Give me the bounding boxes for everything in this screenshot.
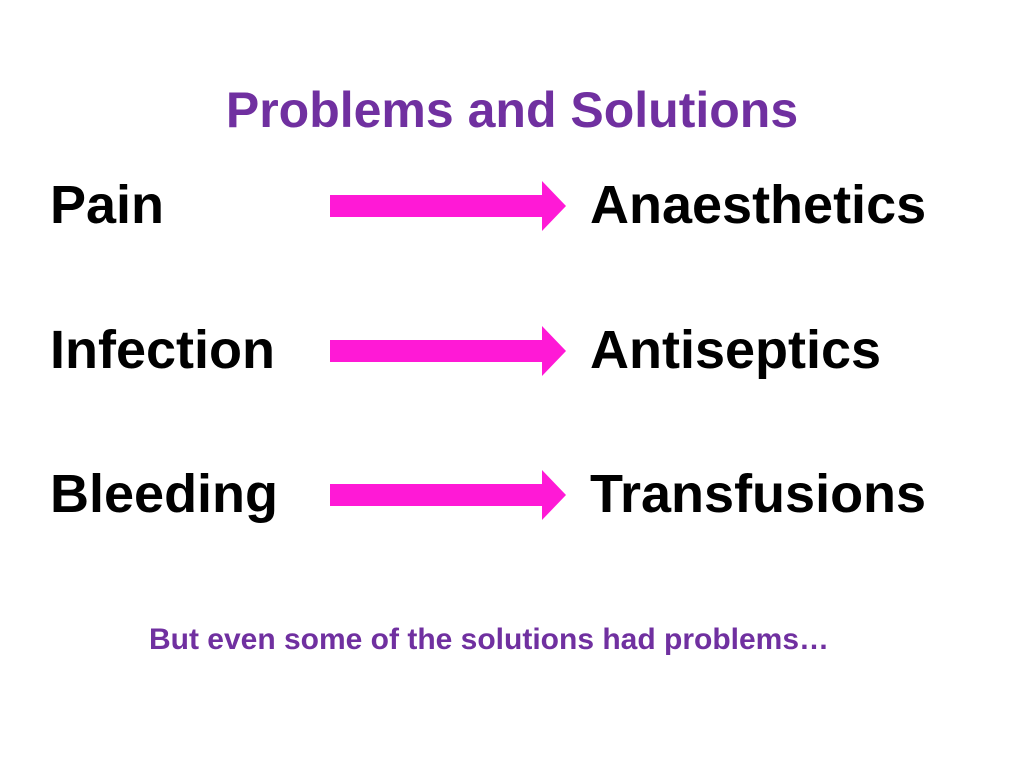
footer-text: But even some of the solutions had probl… (148, 623, 830, 656)
solution-label: Anaesthetics (590, 175, 927, 235)
problem-solution-row: Pain Anaesthetics (0, 165, 1024, 245)
solution-label: Antiseptics (590, 320, 882, 380)
problem-label: Bleeding (50, 464, 279, 524)
slide-title: Problems and Solutions (225, 82, 799, 138)
right-arrow-icon (330, 470, 566, 520)
solution-label: Transfusions (590, 464, 927, 524)
footer-note: But even some of the solutions had probl… (0, 622, 1024, 658)
problem-solution-row: Infection Antiseptics (0, 310, 1024, 390)
problem-label: Infection (50, 320, 275, 380)
right-arrow-icon (330, 326, 566, 376)
right-arrow-icon (330, 181, 566, 231)
problem-label: Pain (50, 175, 165, 235)
problem-solution-row: Bleeding Transfusions (0, 454, 1024, 534)
